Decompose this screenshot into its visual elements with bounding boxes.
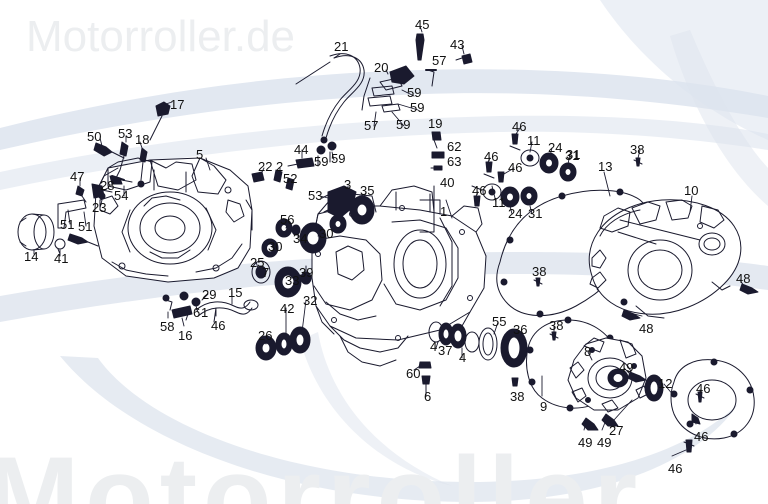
callout-number: 53: [118, 126, 133, 141]
callout-number: 52: [283, 171, 298, 186]
callout-number: 60: [406, 366, 421, 381]
callout-number: 4: [430, 339, 438, 354]
callout-number: 23: [92, 200, 107, 215]
callout-number: 51: [78, 219, 93, 234]
callout-number: 40: [440, 175, 455, 190]
callout-number: 39: [299, 265, 314, 280]
callout-number: 46: [512, 119, 527, 134]
callout-number: 42: [280, 301, 295, 316]
callout-number: 47: [70, 169, 85, 184]
callout-number: 9: [540, 399, 548, 414]
callout-number: 33: [285, 273, 300, 288]
callout-number: 48: [736, 271, 751, 286]
callout-number: 16: [178, 328, 193, 343]
callout-number: 54: [114, 188, 129, 203]
callout-number: 1: [440, 204, 448, 219]
callout-number: 11: [527, 133, 541, 148]
callout-number: 43: [450, 37, 465, 52]
callout-number: 13: [598, 159, 613, 174]
callout-number: 46: [508, 160, 523, 175]
callout-number: 45: [415, 17, 430, 32]
callout-number: 44: [294, 142, 309, 157]
callout-number: 57: [432, 53, 447, 68]
callout-number: 32: [303, 293, 318, 308]
callout-number: 8: [584, 344, 592, 359]
callout-number: 46: [484, 149, 499, 164]
callout-number: 17: [170, 97, 185, 112]
callout-number: 38: [532, 264, 547, 279]
callout-number: 57: [364, 118, 379, 133]
callout-number: 59: [396, 117, 411, 132]
callout-number: 62: [447, 139, 462, 154]
callout-number: 46: [696, 381, 711, 396]
callout-number: 24: [548, 140, 563, 155]
callout-number: 1: [201, 305, 209, 320]
callout-number: 21: [334, 39, 349, 54]
callout-number: 20: [374, 60, 389, 75]
callout-number: 36: [513, 322, 528, 337]
callout-number: 46: [472, 183, 487, 198]
callout-number: 26: [258, 328, 273, 343]
callout-number: 12: [658, 376, 673, 391]
callout-number: 46: [668, 461, 683, 476]
callout-number: 41: [54, 251, 69, 266]
callout-number: 10: [684, 183, 699, 198]
callout-number: 4: [459, 350, 467, 365]
callout-number: 38: [630, 142, 645, 157]
callout-number: 19: [428, 116, 443, 131]
callout-number: 6: [424, 389, 432, 404]
callout-number: 53: [308, 188, 323, 203]
callout-number: 49: [597, 435, 612, 450]
callout-number: 29: [202, 287, 217, 302]
callout-number: 56: [280, 212, 295, 227]
part-group-tensioner: [321, 185, 375, 234]
callout-number: 3: [344, 177, 352, 192]
callout-number: 55: [492, 314, 507, 329]
callout-number: 6: [193, 305, 201, 320]
callout-number: 59: [331, 151, 346, 166]
callout-number: 31: [565, 148, 580, 163]
callout-number: 15: [228, 285, 243, 300]
callout-number: 11: [492, 195, 506, 210]
callout-number: 24: [508, 206, 523, 221]
callout-number: 46: [694, 429, 709, 444]
callout-number: 35: [360, 183, 375, 198]
callout-number: 49: [578, 435, 593, 450]
callout-number: 59: [410, 100, 425, 115]
callout-number: 30: [319, 226, 334, 241]
callout-number: 46: [211, 318, 226, 333]
callout-number: 58: [160, 319, 175, 334]
callout-number: 51: [60, 217, 75, 232]
callout-number: 31: [528, 206, 543, 221]
callout-number: 37: [438, 343, 453, 358]
callout-number: 14: [24, 249, 39, 264]
callout-number: 59: [407, 85, 422, 100]
callout-number: 50: [87, 129, 102, 144]
callout-number: 48: [639, 321, 654, 336]
callout-number: 22: [258, 159, 273, 174]
callout-number: 34: [293, 231, 308, 246]
callout-number: 18: [135, 132, 150, 147]
callout-number: 38: [549, 318, 564, 333]
callout-number: 5: [196, 147, 204, 162]
callout-number: 49: [619, 360, 634, 375]
callout-number: 63: [447, 154, 462, 169]
callout-number: 59: [314, 154, 329, 169]
callout-number: 28: [100, 178, 115, 193]
callout-number: 7: [262, 265, 270, 280]
callout-number: 30: [268, 239, 283, 254]
callout-number: 38: [510, 389, 525, 404]
